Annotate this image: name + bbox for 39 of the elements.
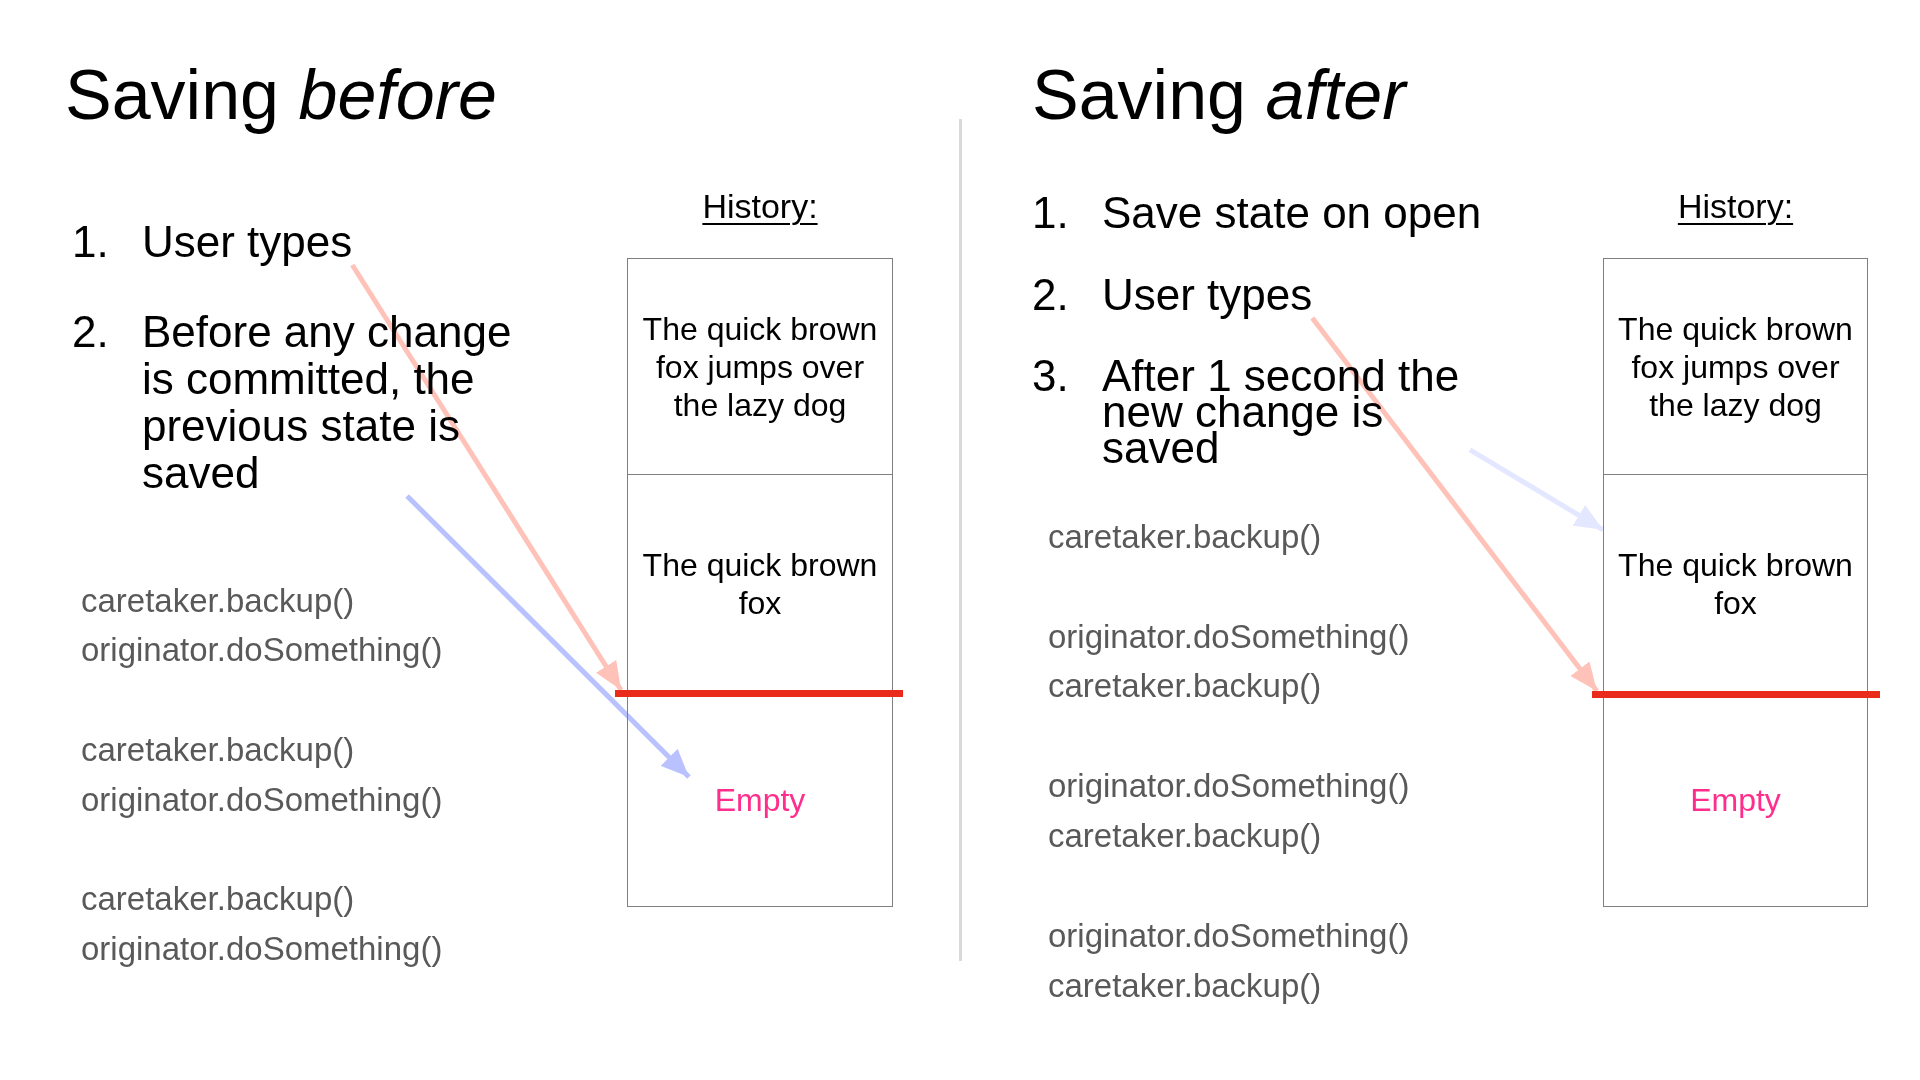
arrow [1310,316,1599,693]
code-line: caretaker.backup() [1048,816,1322,856]
marker-bar [615,690,903,697]
history-slot [627,258,893,475]
list-number: 2. [72,308,110,358]
code-line: caretaker.backup() [81,879,355,919]
list-item-text: After 1 second the new change is saved [1102,358,1461,466]
state-text: Empty [1690,781,1781,819]
state-text: The quick brown fox [1617,546,1854,622]
list-item-text: Save state on open [1102,189,1482,236]
code-line: caretaker.backup() [1048,666,1322,706]
code-line: originator.doSomething() [1048,766,1410,806]
history-heading: History: [1677,186,1794,226]
code-line: caretaker.backup() [81,730,355,770]
code-line: originator.doSomething() [1048,617,1410,657]
state-text: Empty [714,781,806,819]
list-item-text: User types [142,218,353,265]
code-line: originator.doSomething() [1048,916,1410,956]
list-number: 3. [1032,358,1070,402]
state-text: The quick brown fox jumps over the lazy dog [1617,309,1854,424]
list-item-text: User types [1102,271,1313,318]
code-line: caretaker.backup() [1048,517,1322,557]
arrow [350,263,624,692]
marker-bar [1592,691,1880,698]
code-line: originator.doSomething() [81,630,443,670]
list-number: 1. [72,218,110,265]
arrow [405,494,691,779]
history-slot [1603,258,1868,475]
state-text: The quick brown fox [641,546,879,622]
list-item-text: Before any change is committed, the previous state is saved [142,308,513,496]
code-line: originator.doSomething() [81,929,443,969]
code-line: caretaker.backup() [81,581,355,621]
state-text: The quick brown fox jumps over the lazy dog [641,309,879,424]
history-heading: History: [702,186,818,226]
code-line: originator.doSomething() [81,780,443,820]
list-number: 2. [1032,271,1070,318]
arrow [1468,447,1605,532]
list-number: 1. [1032,189,1069,236]
code-line: caretaker.backup() [1048,966,1322,1006]
